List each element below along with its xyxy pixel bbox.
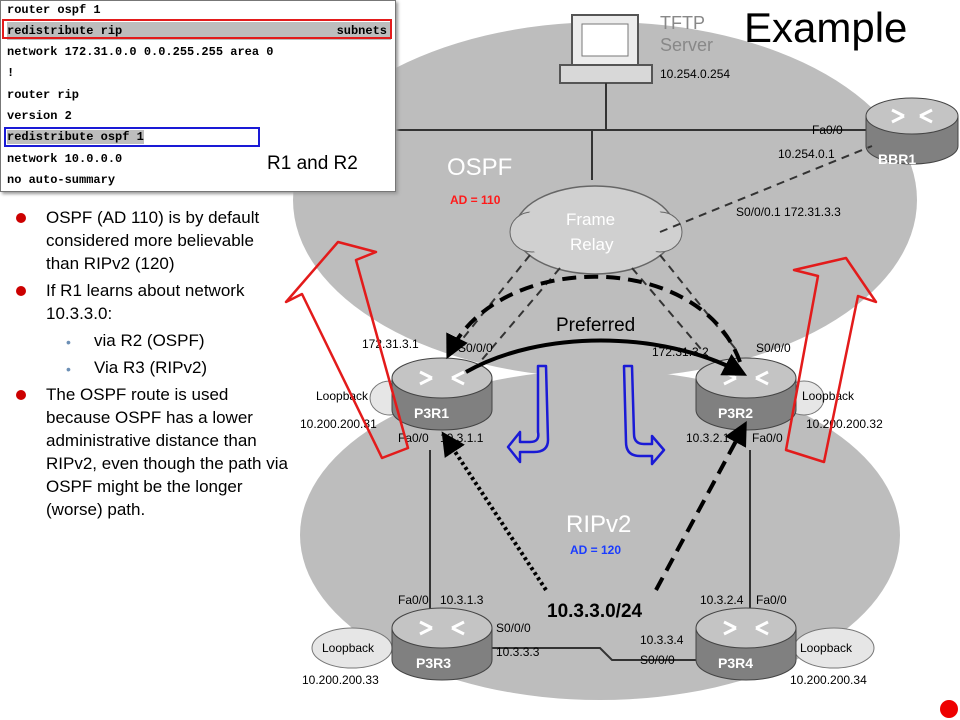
- config-line: network 172.31.0.0 0.0.255.255 area 0: [7, 45, 274, 59]
- ospf-label: OSPF: [447, 154, 512, 181]
- page-title: Example: [744, 4, 908, 51]
- p3r4-loop-ip: 10.200.200.34: [790, 673, 867, 687]
- p3r2-name: P3R2: [718, 405, 753, 421]
- bullet-item: If R1 learns about network 10.3.3.0:: [6, 279, 291, 325]
- red-arrow-left: [284, 240, 410, 460]
- bullet-dot-icon: [16, 213, 26, 223]
- p3r1-s000: S0/0/0: [458, 341, 493, 355]
- p3r1-serial-ip: 172.31.3.1: [362, 337, 419, 351]
- bullet-item: OSPF (AD 110) is by default considered m…: [6, 206, 291, 275]
- p3r3-fa: Fa0/0: [398, 593, 429, 607]
- ospf-ad-label: AD = 110: [450, 193, 501, 207]
- tftp-server-icon: [559, 14, 653, 84]
- bbr1-ip: 10.254.0.1: [778, 147, 835, 161]
- sub-bullet-dot-icon: •: [66, 361, 71, 377]
- p3r1-loop-ip: 10.200.200.31: [300, 417, 377, 431]
- config-line: version 2: [7, 109, 72, 123]
- p3r3-name: P3R3: [416, 655, 451, 671]
- p3r1-loopback: Loopback: [316, 389, 369, 403]
- dashed-arrow-to-p3r2: [654, 420, 747, 591]
- config-line: !: [7, 66, 15, 80]
- config-line: no auto-summary: [7, 173, 116, 187]
- router-icon: [311, 607, 493, 681]
- p3r4-loopback: Loopback: [800, 641, 853, 655]
- frame-relay-line2: Relay: [570, 235, 614, 254]
- tftp-label-line1: TFTP: [660, 13, 705, 33]
- router-icon: [369, 357, 493, 431]
- p3r3-serial-ip: 10.3.3.3: [496, 645, 540, 659]
- ripv2-label: RIPv2: [566, 511, 631, 538]
- bullet-dot-icon: [16, 286, 26, 296]
- p3r3-fa-ip: 10.3.1.3: [440, 593, 484, 607]
- p3r4-name: P3R4: [718, 655, 753, 671]
- red-arrow-right: [784, 256, 878, 464]
- blue-arrow-left: [506, 364, 550, 464]
- p3r4-s000: S0/0/0: [640, 653, 675, 667]
- bbr1-name: BBR1: [878, 151, 916, 167]
- p3r2-fa: Fa0/0: [752, 431, 783, 445]
- router-icon: [865, 97, 959, 165]
- p3r3-s000: S0/0/0: [496, 621, 531, 635]
- config-line: network 10.0.0.0: [7, 152, 123, 166]
- dashed-arc-arrow: [446, 274, 742, 363]
- sub-bullet-dot-icon: •: [66, 334, 71, 350]
- ripv2-ad-label: AD = 120: [570, 543, 621, 557]
- frame-relay-line1: Frame: [566, 210, 615, 229]
- sub-bullet-item: •Via R3 (RIPv2): [6, 356, 291, 379]
- preferred-label: Preferred: [556, 315, 635, 336]
- config-line: router rip: [7, 88, 80, 102]
- p3r4-serial-ip: 10.3.3.4: [640, 633, 684, 647]
- config-caption: R1 and R2: [267, 153, 358, 174]
- redistribute-ospf-highlight: [4, 127, 260, 147]
- config-line: router ospf 1: [7, 3, 101, 17]
- bullet-list: OSPF (AD 110) is by default considered m…: [6, 206, 291, 525]
- p3r3-loop-ip: 10.200.200.33: [302, 673, 379, 687]
- config-line: redistribute ospf 1: [7, 130, 144, 144]
- network-label: 10.3.3.0/24: [547, 601, 643, 622]
- dotted-arrow-to-p3r1: [441, 431, 548, 592]
- router-icon: [695, 607, 875, 681]
- p3r2-fa-ip: 10.3.2.1: [686, 431, 730, 445]
- frame-relay-cloud-icon: [509, 185, 683, 275]
- p3r2-loopback: Loopback: [802, 389, 855, 403]
- redistribute-rip-highlight: [2, 19, 392, 39]
- p3r4-fa: Fa0/0: [756, 593, 787, 607]
- corner-dot-icon: [940, 700, 958, 718]
- bullet-item: The OSPF route is used because OSPF has …: [6, 383, 291, 521]
- tftp-ip: 10.254.0.254: [660, 67, 730, 81]
- p3r2-loop-ip: 10.200.200.32: [806, 417, 883, 431]
- bbr1-serial: S0/0/0.1 172.31.3.3: [736, 205, 841, 219]
- tftp-label-line2: Server: [660, 35, 713, 55]
- p3r1-name: P3R1: [414, 405, 449, 421]
- serial-p3r3-p3r4: [492, 647, 700, 661]
- bbr1-fa: Fa0/0: [812, 123, 843, 137]
- sub-bullet-item: •via R2 (OSPF): [6, 329, 291, 352]
- pvc-bbr1: [659, 145, 873, 233]
- p3r3-loopback: Loopback: [322, 641, 375, 655]
- blue-arrow-right: [622, 364, 666, 466]
- solid-arc-arrow: [465, 338, 748, 376]
- p3r2-s000: S0/0/0: [756, 341, 791, 355]
- bullet-dot-icon: [16, 390, 26, 400]
- pvc-p3r2-a: [631, 267, 713, 363]
- p3r4-fa-ip: 10.3.2.4: [700, 593, 744, 607]
